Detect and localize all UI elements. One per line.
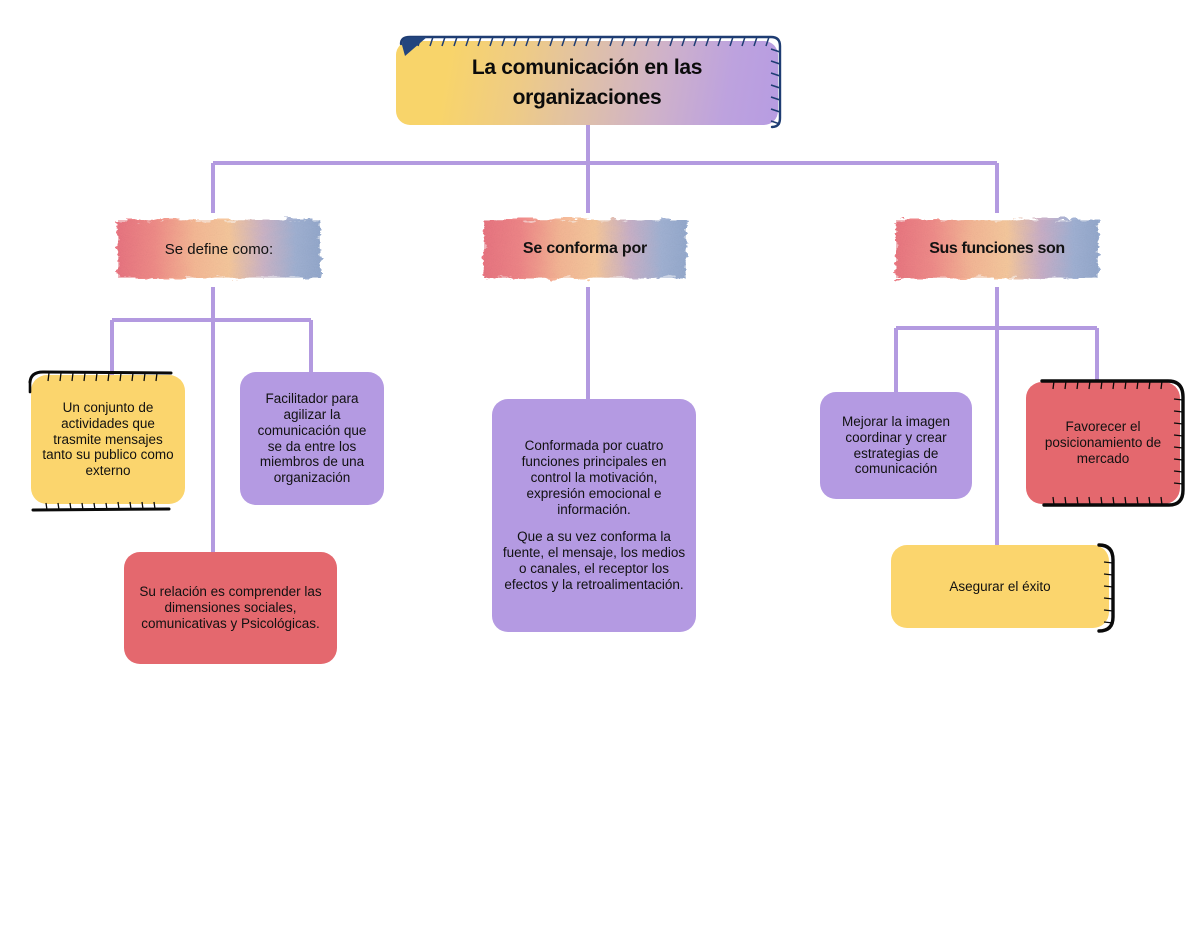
branch-banner-label: Se conforma por [522, 240, 648, 257]
watercolor-brush-icon [896, 220, 1098, 278]
leaf-card-su-relacion-es-comprender[interactable]: Su relación es comprender las dimensione… [124, 552, 337, 664]
branch-banner-label: Se define como: [164, 240, 274, 258]
leaf-card-facilitador-para-agilizar[interactable]: Facilitador para agilizar la comunicació… [240, 372, 384, 505]
leaf-card-text: Un conjunto de actividades que trasmite … [42, 399, 174, 479]
leaf-card-text: Su relación es comprender las dimensione… [139, 584, 322, 631]
watercolor-brush-icon [484, 220, 686, 278]
leaf-card-text: Favorecer el posicionamiento de mercado [1044, 419, 1162, 466]
branch-banner-se-conforma-por[interactable]: Se conforma por [478, 211, 692, 287]
root-node-line-1: La comunicación en las [471, 56, 703, 80]
root-node-line-2: organizaciones [512, 86, 662, 109]
leaf-card-un-conjunto-de-actividades[interactable]: Un conjunto de actividades que trasmite … [28, 370, 185, 512]
root-node[interactable]: La comunicación en las organizaciones [396, 35, 782, 129]
leaf-card-text: Asegurar el éxito [949, 578, 1051, 594]
leaf-card-conformada-por-cuatro-funciones[interactable]: Conformada por cuatro funciones principa… [492, 399, 696, 632]
leaf-card-favorecer-el-posicionamiento[interactable]: Favorecer el posicionamiento de mercado [1026, 379, 1185, 507]
leaf-card-mejorar-la-imagen[interactable]: Mejorar la imagen coordinar y crear estr… [820, 392, 972, 499]
leaf-card-text: Facilitador para agilizar la comunicació… [257, 390, 367, 486]
leaf-card-paragraph-2: Que a su vez conforma la fuente, el mens… [502, 529, 686, 593]
watercolor-brush-icon [118, 220, 320, 278]
leaf-card-text: Mejorar la imagen coordinar y crear estr… [841, 413, 951, 477]
branch-banner-se-define-como[interactable]: Se define como: [112, 211, 326, 287]
leaf-card-paragraph-1: Conformada por cuatro funciones principa… [521, 437, 667, 517]
leaf-card-asegurar-el-exito[interactable]: Asegurar el éxito [891, 543, 1115, 633]
branch-banner-label: Sus funciones son [929, 240, 1065, 257]
branch-banner-sus-funciones-son[interactable]: Sus funciones son [890, 211, 1104, 287]
